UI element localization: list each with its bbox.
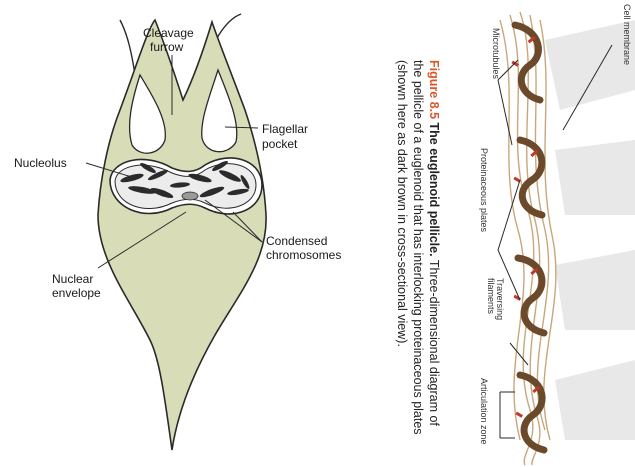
label-nuclear-envelope-line1: Nuclear — [52, 273, 93, 286]
label-nucleolus: Nucleolus — [14, 157, 67, 170]
label-cleavage-furrow-line1: Cleavage — [143, 27, 194, 40]
label-traversing-filaments-line1: Traversing — [495, 278, 505, 320]
cell-body — [98, 20, 266, 450]
pellicle-diagram — [498, 12, 635, 465]
caption-figure-number: Figure 8.5 — [427, 60, 441, 119]
caption-title: The euglenoid pellicle. — [427, 123, 441, 257]
euglena-cell-diagram — [86, 14, 266, 450]
nucleolus — [182, 192, 198, 200]
figure-caption: Figure 8.5 The euglenoid pellicle. Three… — [394, 60, 442, 440]
label-articulation-zone: Articulation zone — [479, 378, 489, 445]
label-microtubules: Microtubules — [491, 28, 501, 79]
label-condensed-chromosomes-line1: Condensed — [266, 235, 327, 248]
label-nuclear-envelope-line2: envelope — [52, 287, 101, 300]
label-proteinaceous-plates: Proteinaceous plates — [479, 148, 489, 232]
traversing-filaments — [500, 12, 556, 465]
label-flagellar-pocket-line1: Flagellar — [262, 123, 308, 136]
label-flagellar-pocket-line2: pocket — [262, 138, 297, 151]
label-cleavage-furrow-line2: furrow — [150, 41, 183, 54]
label-condensed-chromosomes-line2: chromosomes — [266, 249, 341, 262]
label-traversing-filaments-line2: filaments — [486, 278, 496, 314]
label-cell-membrane: Cell membrane — [622, 4, 632, 65]
